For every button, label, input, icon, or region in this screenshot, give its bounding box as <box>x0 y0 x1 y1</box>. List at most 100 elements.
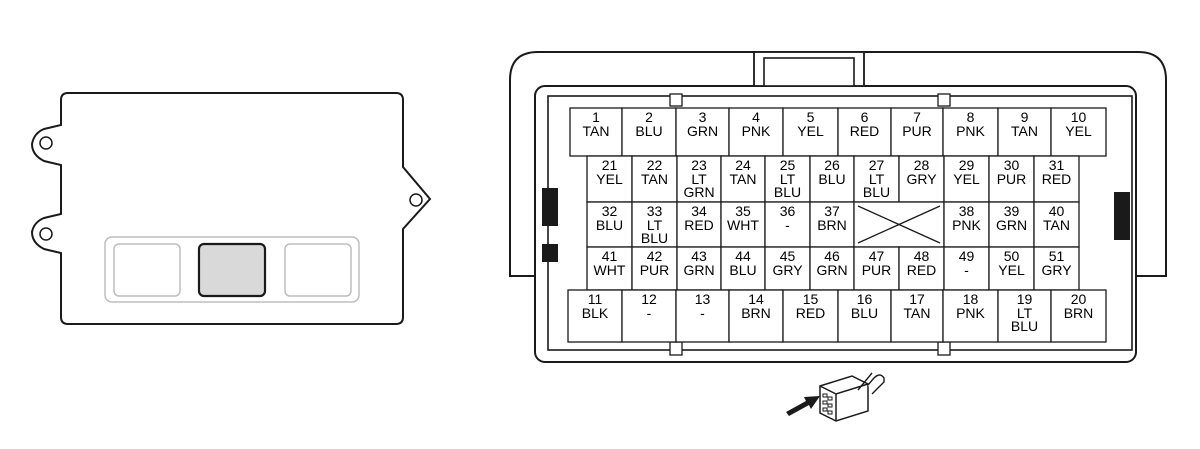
pin-number: 31 <box>1049 157 1065 173</box>
pin-cell-box <box>988 201 1035 248</box>
wire-color-label: GRY <box>1041 262 1072 278</box>
pin-number: 32 <box>602 203 618 219</box>
pin-cells: 1TAN2BLU3GRN4PNK5YEL6RED7PUR8PNK9TAN10YE… <box>567 107 1107 343</box>
pin-number: 15 <box>803 291 819 307</box>
pin-number: 5 <box>807 109 815 125</box>
wire-color-label: PNK <box>952 217 981 233</box>
mounting-hole-lower <box>39 227 53 241</box>
module-outline <box>30 92 432 325</box>
pin-number: 6 <box>861 109 869 125</box>
wire-color-label: YEL <box>998 262 1025 278</box>
wire-color-label: GRY <box>772 262 803 278</box>
pin-cell-box <box>809 246 855 291</box>
pin-number: 39 <box>1004 203 1020 219</box>
pin-number: 38 <box>959 203 975 219</box>
connector-slot-right <box>284 243 352 297</box>
connector-face: 1TAN2BLU3GRN4PNK5YEL6RED7PUR8PNK9TAN10YE… <box>509 51 1167 363</box>
blank-cavity <box>853 201 945 248</box>
pin-cell-box <box>782 289 839 343</box>
arrow-icon <box>786 396 820 416</box>
pin-number: 45 <box>780 248 796 264</box>
wire-color-label: RED <box>684 217 714 233</box>
wire-color-label: BLU <box>774 184 801 200</box>
wire-color-label: GRN <box>996 217 1027 233</box>
top-key-right <box>937 93 951 107</box>
pin-number: 4 <box>752 109 760 125</box>
pin-number: 48 <box>914 248 930 264</box>
wire-color-label: PUR <box>640 262 670 278</box>
wire-color-label: - <box>647 305 652 321</box>
pin-number: 19 <box>1017 291 1033 307</box>
mounting-hole-upper <box>39 136 53 150</box>
pin-number: 43 <box>691 248 707 264</box>
wire-color-label: GRN <box>816 262 847 278</box>
wire-color-label: TAN <box>641 171 668 187</box>
connector-latch <box>763 57 855 87</box>
wire-color-label: GRN <box>687 123 718 139</box>
pin-cell-box <box>809 155 855 203</box>
pin-number: 35 <box>735 203 751 219</box>
module-housing <box>30 92 432 325</box>
pin-cell-box <box>988 155 1035 203</box>
pin-cell-box <box>631 246 678 291</box>
pin-number: 27 <box>869 157 885 173</box>
pin-number: 17 <box>909 291 925 307</box>
pin-cell-box <box>631 155 678 203</box>
pin-cell-box <box>898 246 945 291</box>
pin-number: 29 <box>959 157 975 173</box>
pin-number: 50 <box>1004 248 1020 264</box>
wire-color-label: YEL <box>953 171 980 187</box>
wire-color-label: TAN <box>583 123 610 139</box>
pin-number: 26 <box>824 157 840 173</box>
wire-color-label: TAN <box>1011 123 1038 139</box>
pin-cell-box <box>837 289 892 343</box>
pin-cell-box <box>586 155 633 203</box>
pin-number: 40 <box>1049 203 1065 219</box>
pin-cell-box <box>676 246 722 291</box>
wire-color-label: GRN <box>683 184 714 200</box>
wire-color-label: PNK <box>956 123 985 139</box>
pin-12: 12- <box>621 289 677 343</box>
pin-cell-box <box>1050 289 1107 343</box>
pin-cell-box <box>728 289 784 343</box>
wire-color-label: LT <box>647 217 663 233</box>
wire-color-label: BLU <box>1011 318 1038 334</box>
pin-36: 36- <box>764 201 811 248</box>
pin-number: 16 <box>857 291 873 307</box>
pin-cell-box <box>853 246 900 291</box>
wire-color-label: BRN <box>741 305 771 321</box>
pin-cell-box <box>567 289 623 343</box>
wire-color-label: GRY <box>906 171 937 187</box>
pin-number: 34 <box>691 203 707 219</box>
wire-color-label: BLU <box>818 171 845 187</box>
wire-color-label: YEL <box>596 171 623 187</box>
wire-color-label: PNK <box>956 305 985 321</box>
pin-number: 42 <box>647 248 663 264</box>
pin-number: 51 <box>1049 248 1065 264</box>
pin-49: 49- <box>943 246 990 291</box>
wire-color-label: LT <box>691 171 707 187</box>
wire-color-label: TAN <box>1043 217 1070 233</box>
wire-color-label: BLU <box>863 184 890 200</box>
top-key-left <box>669 93 683 107</box>
